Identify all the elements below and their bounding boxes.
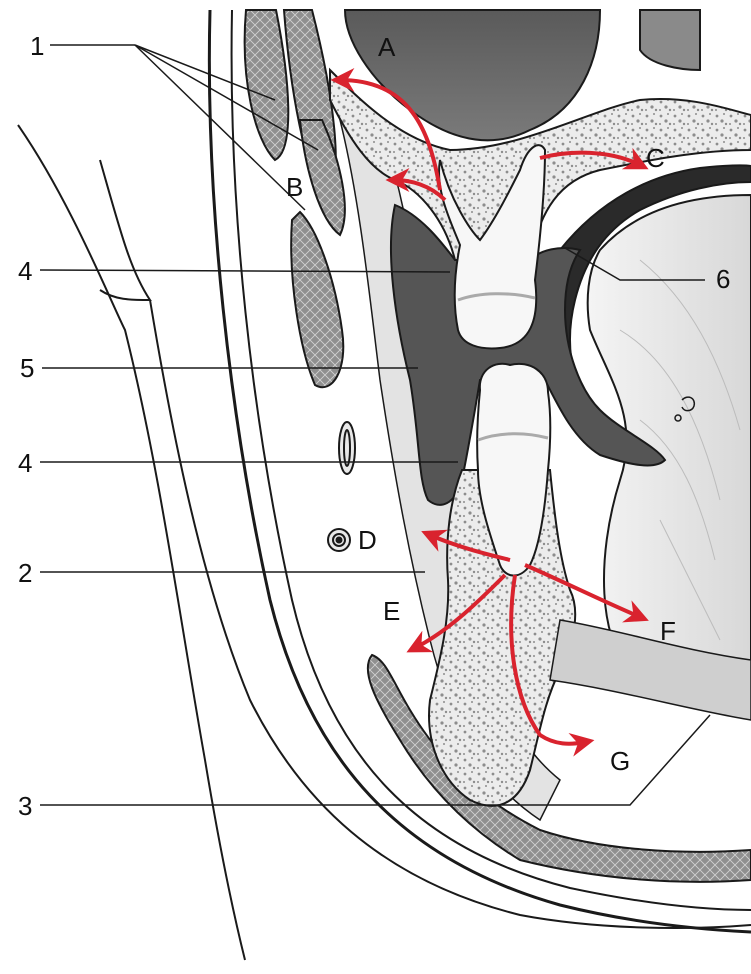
label-D: D (358, 525, 377, 555)
label-4-upper: 4 (18, 256, 32, 286)
label-6: 6 (716, 264, 730, 294)
nasal-cavity (640, 10, 700, 70)
label-5: 5 (20, 353, 34, 383)
outer-cheek-line (18, 125, 245, 960)
label-4-lower: 4 (18, 448, 32, 478)
label-A: A (378, 32, 396, 62)
lip-line (100, 160, 150, 300)
label-B: B (286, 172, 303, 202)
muscle-strip-B (291, 212, 343, 387)
label-C: C (646, 143, 665, 173)
muscle-strip-3 (300, 120, 345, 235)
label-F: F (660, 616, 676, 646)
label-3: 3 (18, 791, 32, 821)
muscle-strip-1 (245, 10, 289, 160)
vessels (328, 422, 355, 551)
label-1: 1 (30, 31, 44, 61)
label-E: E (383, 596, 400, 626)
label-2: 2 (18, 558, 32, 588)
label-G: G (610, 746, 630, 776)
